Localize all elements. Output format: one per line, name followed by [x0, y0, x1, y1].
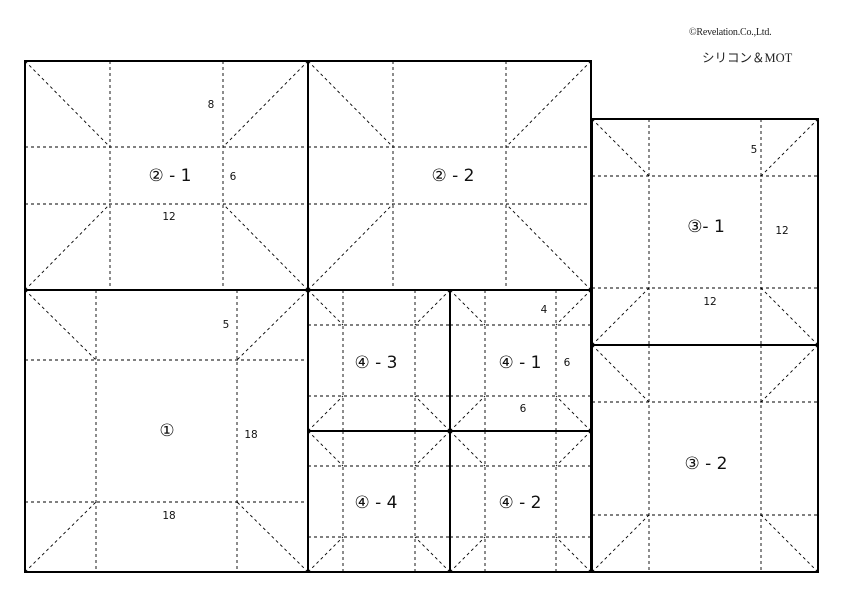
fold-line-4-4 — [414, 430, 451, 467]
fold-line-3-1 — [591, 118, 650, 177]
dimension-label: 12 — [775, 225, 788, 237]
dimension-label: 6 — [230, 171, 237, 183]
fold-line-3-1 — [591, 287, 650, 346]
fold-line-4-2 — [449, 536, 486, 573]
panel-label-4-2: ④ - 2 — [499, 493, 542, 513]
fold-line-4-1 — [555, 395, 592, 432]
fold-line-3-2 — [591, 514, 650, 573]
panel-label-4-3: ④ - 3 — [355, 353, 398, 373]
fold-line-4-4 — [414, 536, 451, 573]
fold-line-1 — [236, 289, 309, 361]
fold-line-2-2 — [307, 203, 394, 291]
dimension-label: 12 — [162, 211, 175, 223]
fold-line-2-1 — [222, 203, 309, 291]
fold-line-4-3 — [307, 395, 344, 432]
panel-label-4-4: ④ - 4 — [355, 493, 398, 513]
cut-outlines — [24, 60, 819, 573]
fold-line-3-2 — [591, 344, 650, 403]
fold-line-4-2 — [555, 536, 592, 573]
dimension-label: 12 — [703, 296, 716, 308]
fold-line-4-3 — [414, 289, 451, 326]
panel-label-2-1: ② - 1 — [149, 166, 192, 186]
fold-line-1 — [24, 289, 97, 361]
copyright-text: ©Revelation.Co.,Ltd. — [689, 27, 772, 38]
fold-line-4-3 — [414, 395, 451, 432]
dimension-label: 4 — [541, 304, 548, 316]
fold-line-4-4 — [307, 536, 344, 573]
dimension-label: 18 — [244, 429, 257, 441]
fold-line-3-1 — [760, 118, 819, 177]
panel-label-3-1: ③- 1 — [687, 217, 725, 237]
dimension-label: 6 — [520, 403, 527, 415]
fold-line-4-4 — [307, 430, 344, 467]
panel-label-3-2: ③ - 2 — [685, 454, 728, 474]
fold-line-2-1 — [24, 203, 111, 291]
fold-line-4-1 — [555, 289, 592, 326]
dimension-label: 6 — [564, 357, 571, 369]
fold-line-2-2 — [307, 60, 394, 148]
fold-line-3-1 — [760, 287, 819, 346]
fold-line-4-3 — [307, 289, 344, 326]
fold-line-4-1 — [449, 395, 486, 432]
fold-line-1 — [24, 501, 97, 573]
fold-line-2-1 — [222, 60, 309, 148]
dimension-label: 8 — [208, 99, 215, 111]
fold-line-3-2 — [760, 344, 819, 403]
fold-line-4-2 — [449, 430, 486, 467]
panel-label-2-2: ② - 2 — [432, 166, 475, 186]
fold-line-2-2 — [505, 60, 592, 148]
panel-label-4-1: ④ - 1 — [499, 353, 542, 373]
dimension-label: 5 — [223, 319, 230, 331]
panel-label-1: ① — [159, 421, 174, 441]
fold-line-1 — [236, 501, 309, 573]
panel-outline-4-2 — [449, 430, 592, 573]
subtitle-text: シリコン＆MOT — [702, 51, 793, 65]
fold-line-4-2 — [555, 430, 592, 467]
fold-line-4-1 — [449, 289, 486, 326]
dimension-label: 18 — [162, 510, 175, 522]
fold-line-2-1 — [24, 60, 111, 148]
fold-line-3-2 — [760, 514, 819, 573]
fold-lines — [24, 60, 819, 573]
dimension-label: 5 — [751, 144, 758, 156]
fold-line-2-2 — [505, 203, 592, 291]
